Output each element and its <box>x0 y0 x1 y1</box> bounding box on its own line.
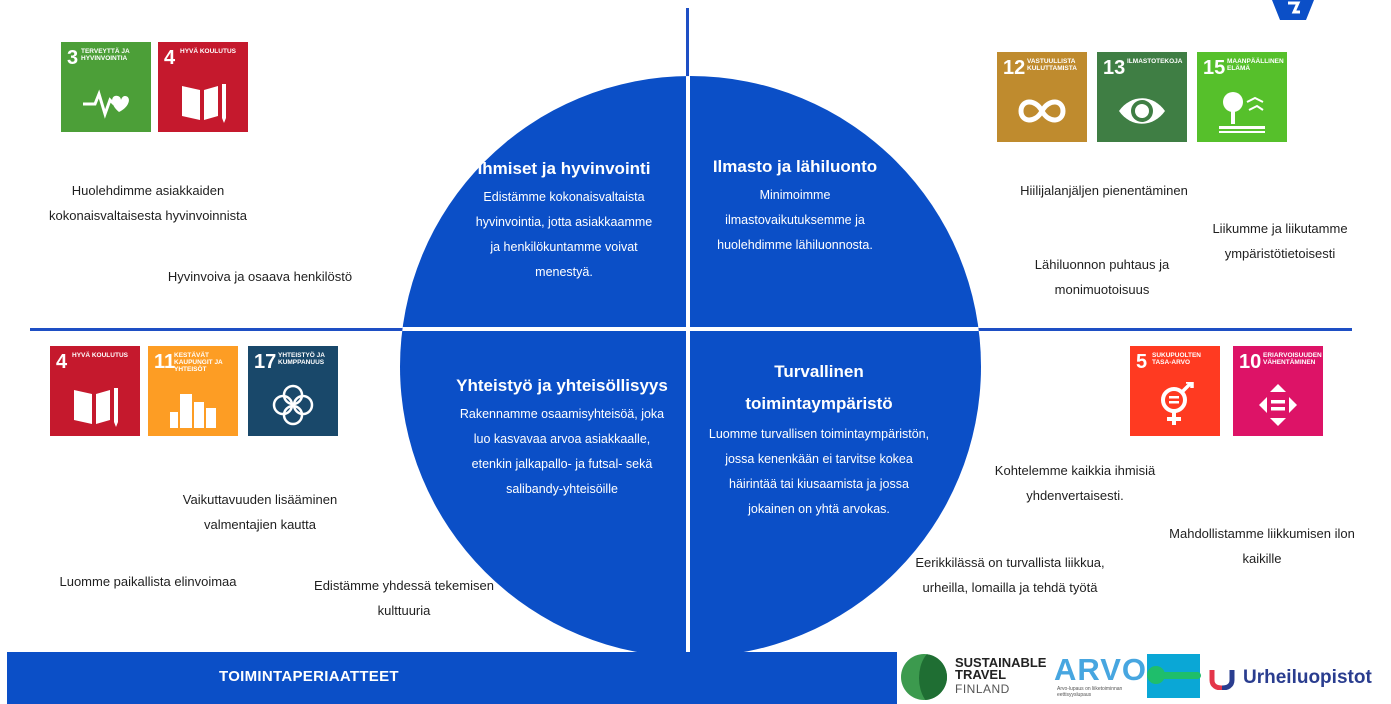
quadrant-title: Turvallinen toimintaympäristö <box>745 362 893 413</box>
quadrant-body: Minimoimme ilmastovaikutuksemme ja huole… <box>717 188 873 252</box>
partner-mark-icon <box>1147 654 1201 698</box>
quadrant-cooperation-community: Yhteistyö ja yhteisöllisyys Rakennamme o… <box>440 374 684 502</box>
note-joy-of-movement: Mahdollistamme liikkumisen ilon kaikille <box>1169 526 1355 566</box>
stf-logo-text: SUSTAINABLE TRAVEL <box>955 655 1047 682</box>
infinity-icon <box>1018 99 1066 123</box>
sdg-4-tile: 4 Hyvä koulutus <box>50 346 140 436</box>
note-staff: Hyvinvoiva ja osaava henkilöstö <box>167 269 353 284</box>
note-doing-together: Edistämme yhdessä tekemisen kulttuuria <box>314 578 494 618</box>
quadrant-title: Ilmasto ja lähiluonto <box>712 157 878 176</box>
note-safe-eerikkila: Eerikkilässä on turvallista liikkua, urh… <box>915 555 1105 595</box>
footer-title: TOIMINTAPERIAATTEET <box>219 668 399 685</box>
urheiluopistot-logo-icon <box>1209 670 1235 690</box>
note-customer-wellbeing: Huolehdimme asiakkaiden kokonaisvaltaise… <box>49 183 247 223</box>
quadrant-title: Yhteistyö ja yhteisöllisyys <box>456 376 668 395</box>
tree-bird-icon <box>1219 92 1265 133</box>
quadrant-title: Ihmiset ja hyvinvointi <box>477 159 651 178</box>
quadrant-people-wellbeing: Ihmiset ja hyvinvointi Edistämme kokonai… <box>448 157 680 285</box>
note-local-vitality: Luomme paikallista elinvoimaa <box>59 574 237 589</box>
sdg-4-tile: 4 Hyvä koulutus <box>158 42 248 132</box>
sdg-15-tile: 15 Maanpäällinen elämä <box>1197 52 1287 142</box>
sdg-13-tile: 13 Ilmastoteko­ja <box>1097 52 1187 142</box>
quadrant-body: Edistämme kokonaisvaltaista hyvinvointia… <box>475 190 653 279</box>
sdg-5-tile: 5 Sukupuolten tasa-arvo <box>1130 346 1220 436</box>
sdg-10-tile: 10 Eriarvoisuuden vähentäminen <box>1233 346 1323 436</box>
heartbeat-icon <box>83 89 129 119</box>
arvo-logo: ARVO <box>1054 652 1148 687</box>
quadrant-climate-nature: Ilmasto ja lähiluonto Minimoimme ilmasto… <box>695 155 895 258</box>
eye-globe-icon <box>1119 98 1165 124</box>
sdg-11-tile: 11 Kestävät kaupungit ja yhteisöt <box>148 346 238 436</box>
book-pencil-icon <box>182 84 226 123</box>
principles-circle <box>400 76 981 657</box>
note-coaches-impact: Vaikuttavuuden lisääminen valmentajien k… <box>182 492 338 532</box>
flower-rings-icon <box>272 384 314 426</box>
stf-logo-subtext: FINLAND <box>955 682 1010 696</box>
note-nature-cleanliness: Lähiluonnon puhtaus ja monimuotoisuus <box>1034 257 1170 297</box>
sustainable-travel-finland-logo-icon <box>901 654 947 700</box>
note-eco-mobility: Liikumme ja liikutamme ympäristötietoise… <box>1212 221 1348 261</box>
arrows-equal-icon <box>1259 384 1297 426</box>
sdg-17-tile: 17 Yhteistyö ja kumppanuus <box>248 346 338 436</box>
city-buildings-icon <box>170 394 216 428</box>
gender-equality-icon <box>1161 382 1194 425</box>
arvo-logo-subtext: Arvo-lupaus on liiketoiminnan eettisyysl… <box>1057 686 1123 698</box>
quadrant-body: Luomme turvallisen toimintaympäristön, j… <box>708 427 930 516</box>
quadrant-body: Rakennamme osaamisyhteisöä, joka luo kas… <box>459 407 665 496</box>
partner-logos: SUSTAINABLE TRAVEL FINLAND ARVO Arvo-lup… <box>897 648 1391 704</box>
quadrant-safe-environment: Turvallinen toimintaympäristö Luomme tur… <box>694 356 944 522</box>
corner-logo-icon <box>1272 0 1314 20</box>
footer-banner: TOIMINTAPERIAATTEET <box>7 652 897 704</box>
book-pencil-icon <box>74 388 118 427</box>
note-carbon-footprint: Hiilijalanjäljen pienentäminen <box>1020 183 1188 198</box>
urheiluopistot-logo-text: Urheiluopistot <box>1243 667 1372 688</box>
sdg-12-tile: 12 Vastuullista kuluttamista <box>997 52 1087 142</box>
note-equal-treatment: Kohtelemme kaikkia ihmisiä yhdenvertaise… <box>994 463 1156 503</box>
sdg-3-tile: 3 Terveyttä ja hyvinvointia <box>61 42 151 132</box>
